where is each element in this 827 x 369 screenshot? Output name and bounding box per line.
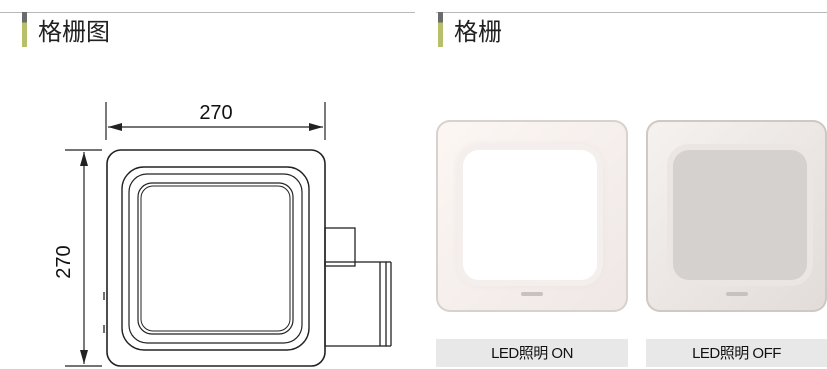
section-header-marker [22,12,27,47]
height-dimension-label: 270 [53,245,75,278]
grille-outline [106,149,326,367]
brand-logo-mark [521,292,543,296]
duct-connector [103,227,392,347]
grille-drawing-section: 格栅图 [0,0,415,367]
width-dimension-label: 270 [199,102,232,124]
caption-led-off: LED照明 OFF [646,339,827,367]
section-header-rule [0,12,415,13]
height-dimension [65,149,102,367]
caption-led-on: LED照明 ON [436,339,628,367]
grille-photo-section: 格栅 [436,0,827,367]
section-header-marker [438,12,443,47]
grille-photo-led-off [646,120,827,312]
section-title: 格栅 [454,18,502,46]
width-dimension [105,102,326,140]
section-title: 格栅图 [38,18,110,46]
brand-logo-mark [725,292,748,296]
grille-photo-led-on [436,120,628,312]
lit-light-panel [463,150,597,280]
unlit-light-panel [673,150,807,280]
section-header-rule [436,12,827,13]
